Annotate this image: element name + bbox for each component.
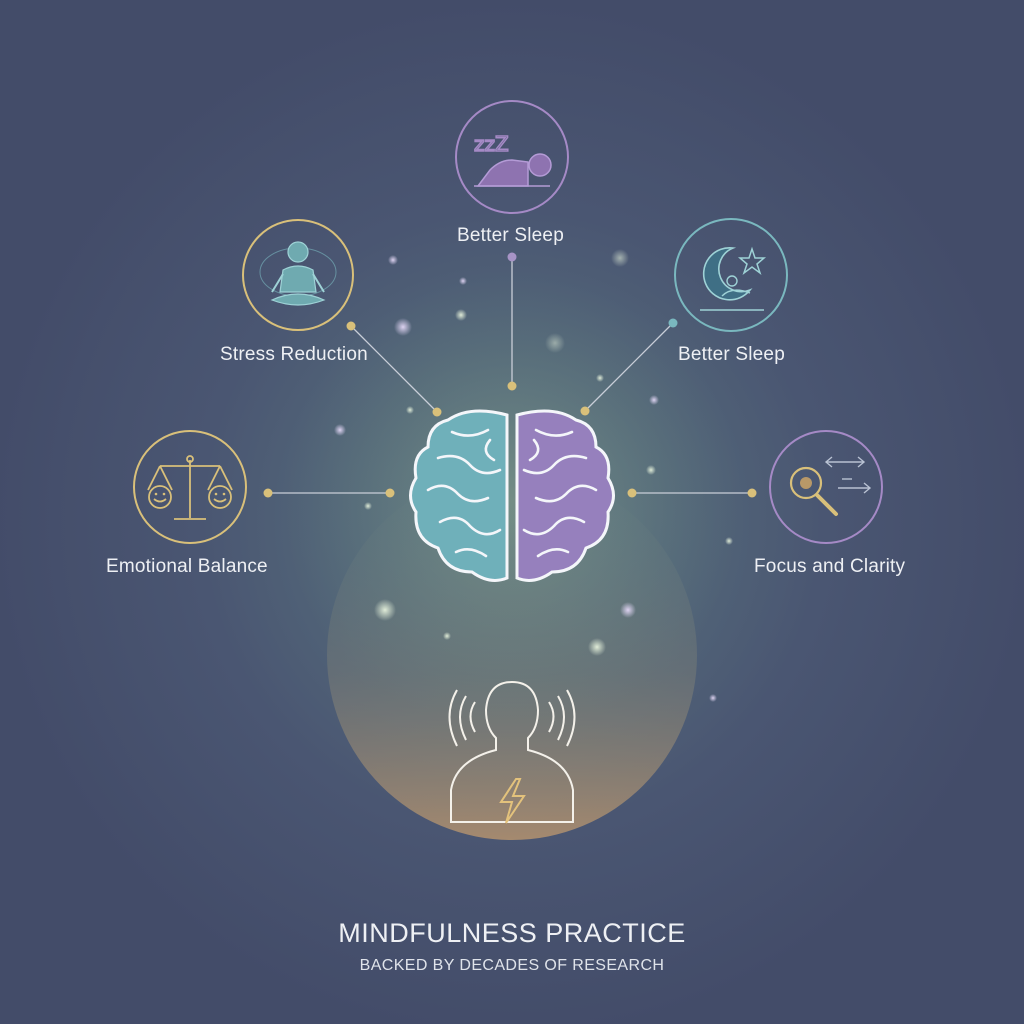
person-with-sound-waves-icon	[448, 680, 576, 824]
connector-dots	[263, 252, 757, 498]
benefit-label-top: Better Sleep	[457, 225, 564, 246]
meditating-figure-icon	[242, 219, 354, 331]
page-title: MINDFULNESS PRACTICE	[338, 918, 686, 948]
benefit-label-upper-left: Stress Reduction	[220, 344, 368, 365]
benefit-label-right: Focus and Clarity	[754, 556, 906, 577]
svg-text:zzZ: zzZ	[474, 132, 509, 156]
brain-icon	[409, 409, 615, 582]
sleeping-zzz-icon: zzZ	[455, 100, 569, 214]
glow-orb	[327, 470, 697, 840]
connector-lines	[268, 257, 752, 494]
balance-scale-faces-icon	[133, 430, 247, 544]
page-subtitle: BACKED BY DECADES OF RESEARCH	[359, 957, 665, 974]
sparkles	[334, 249, 733, 702]
benefit-label-left: Emotional Balance	[106, 556, 268, 577]
magnifying-glass-arrows-icon	[769, 430, 883, 544]
connector-upper-left	[350, 325, 438, 413]
benefit-label-upper-right: Better Sleep	[678, 344, 785, 365]
connector-upper-right	[584, 322, 674, 412]
moon-and-star-icon	[674, 218, 788, 332]
